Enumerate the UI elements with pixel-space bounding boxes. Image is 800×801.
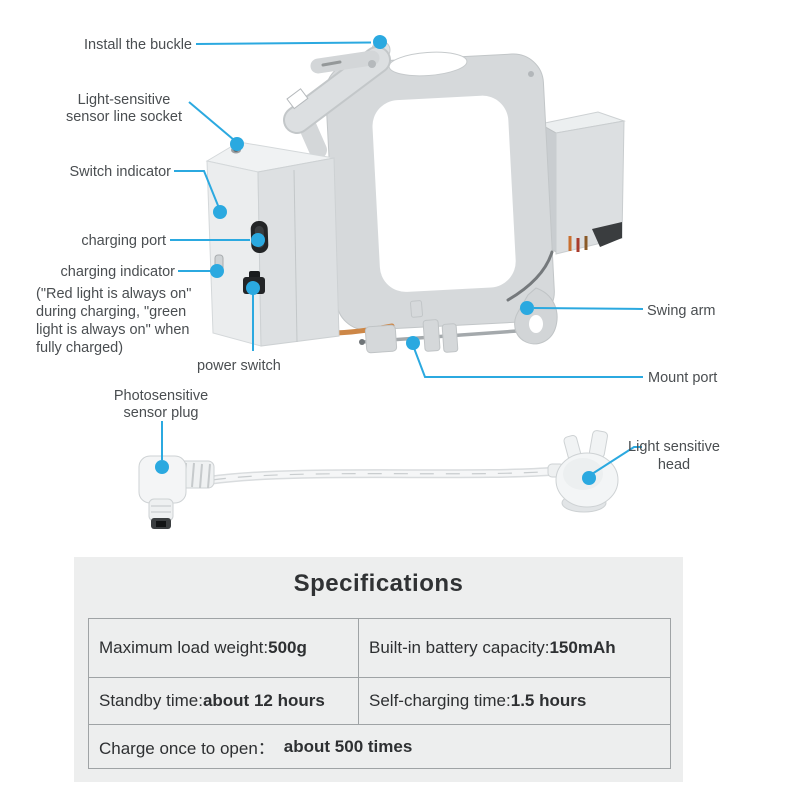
callout-dot-install-buckle (373, 35, 387, 49)
spec-battery-label: Built-in battery capacity: (369, 638, 550, 657)
spec-max-load-label: Maximum load weight: (99, 638, 269, 657)
spec-max-load-value: 500g (268, 638, 307, 657)
spec-row-2: Standby time: about 12 hours Self-chargi… (89, 678, 670, 725)
product-photo (138, 35, 644, 529)
callout-label-charging-indicator: charging indicator (60, 264, 175, 280)
callout-line-mount-port (413, 347, 643, 378)
specifications-panel: Specifications Maximum load weight: 500g… (74, 557, 683, 782)
callout-line-sensor-socket (188, 101, 235, 141)
spec-self-charging-label: Self-charging time: (369, 691, 511, 710)
callout-label-install-buckle: Install the buckle (83, 37, 192, 53)
spec-self-charging-cell: Self-charging time: 1.5 hours (359, 678, 670, 724)
gray-wire (506, 250, 554, 302)
callout-line-switch-indicator (174, 170, 220, 209)
specifications-title: Specifications (293, 570, 464, 597)
charging-indicator-note: ("Red light is always on" during chargin… (36, 286, 192, 356)
callout-label-photosensitive-plug: Photosensitive sensor plug (113, 388, 209, 421)
control-box (205, 141, 340, 347)
spec-battery-cell: Built-in battery capacity: 150mAh (359, 619, 670, 677)
dc-plug (138, 455, 215, 529)
callout-label-light-sensitive-head: Light sensitive head (628, 439, 720, 473)
callout-line-install-buckle (195, 41, 372, 45)
callout-dot-charging-port (251, 233, 265, 247)
callout-label-swing-arm: Swing arm (647, 303, 716, 319)
callout-lines (161, 41, 644, 475)
spec-standby-label: Standby time: (99, 691, 203, 710)
callout-label-switch-indicator: Switch indicator (69, 164, 171, 180)
specifications-table: Maximum load weight: 500g Built-in batte… (88, 618, 671, 769)
spec-max-load-cell: Maximum load weight: 500g (89, 619, 359, 677)
callout-dot-charging-indicator (210, 264, 224, 278)
callout-label-sensor-socket: Light-sensitive sensor line socket (65, 92, 183, 125)
callout-dot-swing-arm (520, 301, 534, 315)
callout-dot-photosensitive (155, 460, 169, 474)
callout-dot-sensor-socket (230, 137, 244, 151)
callout-line-swing-arm (533, 307, 644, 310)
callout-dot-mount-port (406, 336, 420, 350)
spec-battery-value: 150mAh (549, 638, 616, 657)
callout-label-mount-port: Mount port (648, 370, 718, 386)
spec-standby-value: about 12 hours (202, 691, 325, 710)
callout-label-charging-port: charging port (81, 233, 166, 249)
callout-line-light-head (591, 446, 642, 475)
spec-charge-cycles-value: about 500 times (283, 736, 413, 756)
spec-row-1: Maximum load weight: 500g Built-in batte… (89, 619, 670, 678)
callout-dot-switch-indicator (213, 205, 227, 219)
device-frame (325, 51, 555, 331)
callout-dots (155, 35, 596, 485)
callout-dot-power-switch (246, 281, 260, 295)
spec-self-charging-value: 1.5 hours (510, 691, 587, 710)
spec-row-3: Charge once to open： about 500 times (89, 725, 670, 768)
spec-charge-cycles-cell: Charge once to open： about 500 times (89, 725, 670, 768)
light-sensor-head (547, 430, 619, 513)
sensor-cable (138, 430, 619, 529)
spec-standby-cell: Standby time: about 12 hours (89, 678, 359, 724)
battery-box (538, 111, 626, 255)
callout-label-power-switch: power switch (197, 358, 281, 374)
spec-charge-cycles-label: Charge once to open： (99, 739, 275, 758)
callout-dot-light-head (582, 471, 596, 485)
